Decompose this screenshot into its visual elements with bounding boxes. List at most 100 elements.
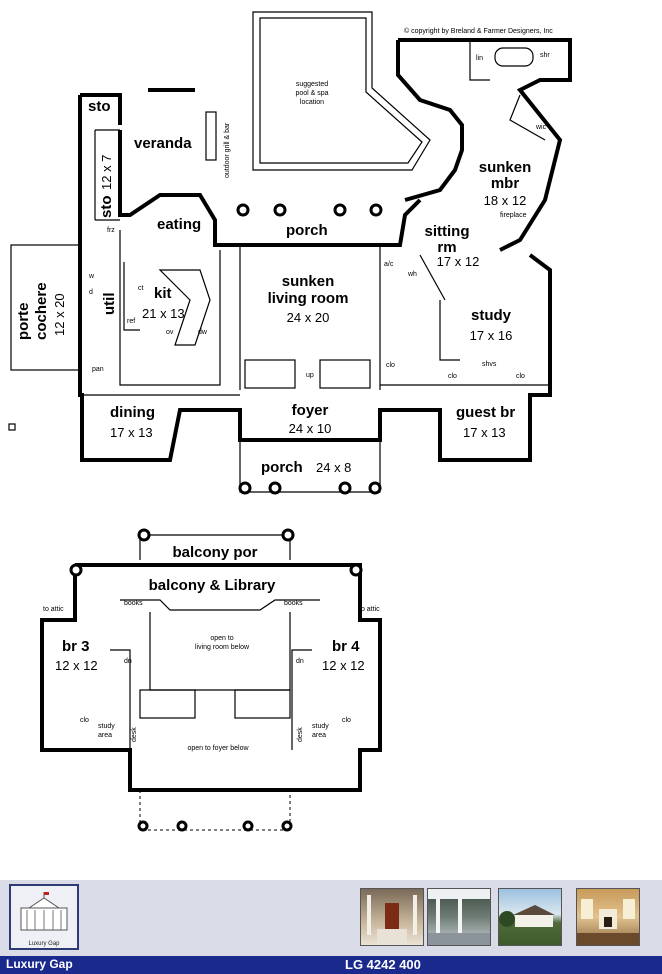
living-label-1: sunken [282, 273, 335, 290]
floor-plan-drawing: © copyright by Breland & Farmer Designer… [8, 11, 572, 832]
porte-cochere-outline [10, 244, 81, 371]
veranda-label: veranda [134, 135, 192, 152]
study-label: study [471, 307, 512, 324]
eating-label: eating [157, 216, 201, 233]
ct-label: ct [138, 285, 144, 292]
kit-size: 21 x 13 [142, 306, 185, 321]
mbr-label-2: mbr [491, 175, 520, 192]
study-size: 17 x 16 [470, 328, 513, 343]
pool-label-3: location [300, 99, 324, 106]
dining-size: 17 x 13 [110, 425, 153, 440]
pool-label-2: pool & spa [295, 90, 328, 97]
clo-left: clo [80, 717, 89, 724]
br4-label: br 4 [332, 638, 360, 655]
dn-left: dn [124, 658, 132, 665]
study-area-right-2: area [312, 732, 326, 739]
photo-thumb-interior[interactable] [576, 888, 640, 946]
porch-bottom-size: 24 x 8 [316, 460, 351, 475]
study-clo-right: clo [516, 373, 525, 380]
br3-size: 12 x 12 [55, 658, 98, 673]
sto-label: sto [88, 98, 111, 115]
footer-band: Luxury Gap [0, 880, 662, 956]
porch-bottom-label: porch [261, 459, 303, 476]
mbr-size: 18 x 12 [484, 193, 527, 208]
photo-thumb-porch[interactable] [427, 888, 491, 946]
mbr-label-1: sunken [479, 159, 532, 176]
clo-right: clo [342, 717, 351, 724]
main-stairs [244, 359, 371, 389]
footer-bar: Luxury Gap LG 4242 400 [0, 956, 662, 974]
dw-label: dw [198, 329, 208, 336]
attic-left: to attic [43, 606, 64, 613]
sto2-size: 12 x 7 [99, 155, 114, 190]
footer: Luxury Gap [0, 880, 662, 974]
photo-thumb-exterior[interactable] [498, 888, 562, 946]
porte-label-2: cochere [33, 282, 50, 340]
sto2-label: sto [98, 196, 115, 219]
small-square [8, 423, 16, 431]
brand-name[interactable]: Luxury Gap [6, 957, 73, 971]
study-area-right-1: study [312, 723, 329, 730]
shr-label: shr [540, 52, 550, 59]
porch-icon [428, 889, 490, 945]
foyer-label: foyer [292, 402, 329, 419]
br4-size: 12 x 12 [322, 658, 365, 673]
pan-label: pan [92, 366, 104, 373]
porch-columns [236, 203, 383, 495]
grill-bar [205, 111, 217, 161]
sitting-size: 17 x 12 [437, 254, 480, 269]
open-living-1: open to [210, 635, 233, 642]
books-left: books [124, 600, 143, 607]
wic-label: wic [535, 124, 547, 131]
logo-caption: Luxury Gap [28, 941, 60, 947]
br3-label: br 3 [62, 638, 90, 655]
porte-label-1: porte [15, 303, 32, 341]
ov-label: ov [166, 329, 174, 336]
dn-right: dn [296, 658, 304, 665]
guest-size: 17 x 13 [463, 425, 506, 440]
porch-top-label: porch [286, 222, 328, 239]
desk-left: desk [131, 727, 138, 742]
entry-door-icon [367, 895, 417, 945]
kitchen-counters [123, 262, 211, 346]
photo-thumb-entry[interactable] [360, 888, 424, 946]
pool-outline [252, 11, 431, 171]
plan-code: LG 4242 400 [345, 957, 421, 972]
front-porch-outline [239, 440, 381, 493]
master-wing-walls [396, 38, 572, 252]
study-area-left-1: study [98, 723, 115, 730]
house-exterior-icon [499, 905, 555, 927]
logo[interactable]: Luxury Gap [9, 884, 79, 950]
foyer-size: 24 x 10 [289, 421, 332, 436]
fireplace-room-icon [577, 899, 639, 945]
balcony-por-label: balcony por [172, 544, 257, 561]
wh-label: wh [407, 271, 417, 278]
frz-label: frz [107, 227, 115, 234]
lower-porch-ghost [137, 790, 293, 832]
hall-clo: clo [386, 362, 395, 369]
shvs-label: shvs [482, 361, 497, 368]
washer-label: w [88, 273, 95, 280]
open-living-2: living room below [195, 644, 250, 651]
porte-size: 12 x 20 [52, 293, 67, 336]
white-house-icon [15, 890, 73, 936]
dining-label: dining [110, 404, 155, 421]
sitting-label-2: rm [437, 239, 456, 256]
lin-label: lin [476, 55, 483, 62]
kit-label: kit [154, 285, 172, 302]
fireplace-label: fireplace [500, 212, 527, 219]
copyright-note: © copyright by Breland & Farmer Designer… [404, 27, 553, 35]
pool-label-1: suggested [296, 81, 328, 88]
ac-label: a/c [384, 261, 394, 268]
desk-right: desk [297, 727, 304, 742]
attic-right: to attic [359, 606, 380, 613]
dryer-label: d [89, 289, 93, 296]
grill-label: outdoor grill & bar [224, 122, 231, 178]
ref-label: ref [127, 318, 135, 325]
books-right: books [284, 600, 303, 607]
balcony-library-label: balcony & Library [149, 577, 276, 594]
sitting-label-1: sitting [425, 223, 470, 240]
living-label-2: living room [268, 290, 349, 307]
open-foyer-label: open to foyer below [187, 745, 249, 752]
up-label: up [306, 372, 314, 379]
